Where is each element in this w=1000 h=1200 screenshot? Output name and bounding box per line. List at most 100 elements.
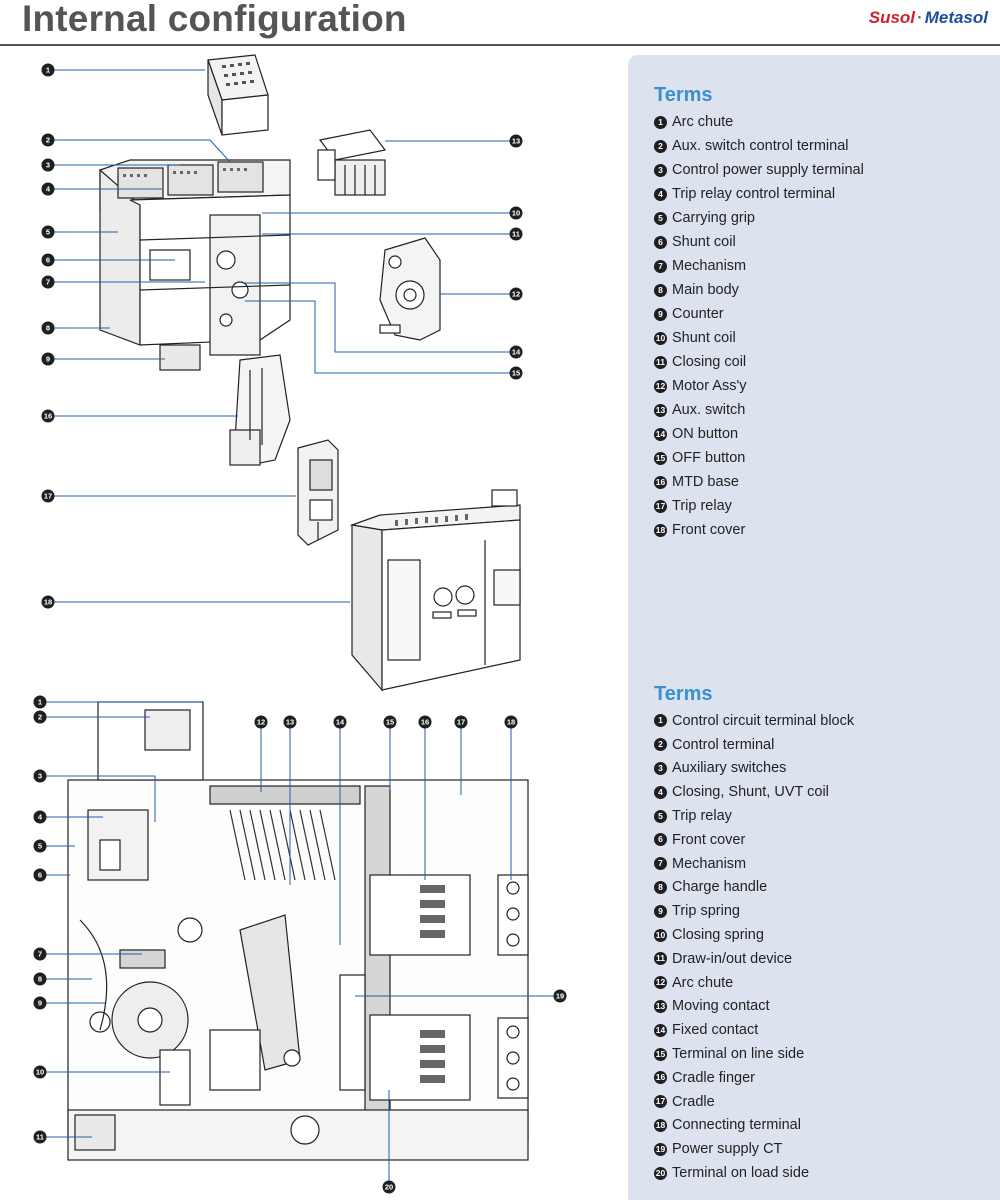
term-number-badge: 19 <box>654 1142 667 1156</box>
callout-badge: 5 <box>41 225 55 239</box>
section-leader-lines <box>40 701 560 1187</box>
term-label: Shunt coil <box>672 234 736 250</box>
term-item: 6 Shunt coil <box>654 230 864 254</box>
brand-name-metasol: Metasol <box>924 8 988 27</box>
callout-badge: 16 <box>418 715 432 729</box>
term-number-badge: 7 <box>654 259 667 273</box>
callout-badge: 10 <box>509 206 523 220</box>
callout-number: 12 <box>512 290 520 299</box>
term-number-badge: 5 <box>654 809 667 823</box>
term-number-badge: 16 <box>654 475 667 489</box>
callout-badge: 4 <box>41 182 55 196</box>
term-label: ON button <box>672 426 739 442</box>
callout-number: 20 <box>385 1183 393 1192</box>
callout-number: 1 <box>46 66 50 75</box>
callout-badge: 5 <box>33 839 47 853</box>
callout-number: 4 <box>46 185 51 194</box>
callout-badge: 12 <box>509 287 523 301</box>
term-label: Closing, Shunt, UVT coil <box>672 784 829 801</box>
term-number-badge: 14 <box>654 427 667 441</box>
term-number-badge: 1 <box>654 115 667 129</box>
callout-number: 12 <box>257 718 265 727</box>
term-label: Counter <box>672 306 724 322</box>
callout-badge: 15 <box>383 715 397 729</box>
callout-number: 17 <box>44 492 52 501</box>
term-label: Charge handle <box>672 879 768 896</box>
callout-badge: 13 <box>509 134 523 148</box>
term-number-badge: 9 <box>654 307 667 321</box>
term-label: Trip relay <box>672 808 732 825</box>
term-number-badge: 17 <box>654 499 667 513</box>
term-label: Trip relay <box>672 498 732 514</box>
callout-badge: 9 <box>33 996 47 1010</box>
callout-number: 9 <box>46 355 50 364</box>
term-number-badge: 3 <box>654 163 667 177</box>
term-number-badge: 10 <box>654 331 667 345</box>
callout-number: 17 <box>457 718 465 727</box>
term-item: 11 Closing coil <box>654 350 864 374</box>
callout-badge: 14 <box>333 715 347 729</box>
callout-number: 10 <box>36 1068 44 1077</box>
callout-number: 18 <box>44 598 52 607</box>
brand-separator: · <box>917 8 923 27</box>
callout-badge: 10 <box>33 1065 47 1079</box>
callout-number: 7 <box>38 950 42 959</box>
callout-badge: 2 <box>33 710 47 724</box>
term-number-badge: 11 <box>654 355 667 369</box>
term-number-badge: 2 <box>654 139 667 153</box>
mtd-base-part <box>229 354 291 466</box>
page-title: Internal configuration <box>22 0 407 39</box>
callout-badge: 3 <box>33 769 47 783</box>
callout-number: 15 <box>386 718 394 727</box>
callout-badge: 8 <box>41 321 55 335</box>
callout-badge: 15 <box>509 366 523 380</box>
term-label: Trip relay control terminal <box>672 186 836 202</box>
callout-badge: 16 <box>41 409 55 423</box>
term-number-badge: 6 <box>654 235 667 249</box>
callout-number: 16 <box>421 718 429 727</box>
term-number-badge: 12 <box>654 379 667 393</box>
term-number-badge: 8 <box>654 283 667 297</box>
callout-number: 15 <box>512 369 520 378</box>
term-label: Carrying grip <box>672 210 755 226</box>
callout-badge: 13 <box>283 715 297 729</box>
term-label: Aux. switch <box>672 402 746 418</box>
term-number-badge: 10 <box>654 928 667 942</box>
callout-badge: 6 <box>41 253 55 267</box>
term-label: Cradle <box>672 1093 715 1110</box>
callout-badge: 11 <box>33 1130 47 1144</box>
term-label: Cradle finger <box>672 1069 756 1086</box>
page-header: Internal configuration Susol·Metasol <box>0 0 1000 46</box>
term-label: Terminal on load side <box>672 1165 810 1182</box>
term-label: Closing coil <box>672 354 747 370</box>
term-label: Fixed contact <box>672 1022 759 1039</box>
callout-badge: 14 <box>509 345 523 359</box>
term-number-badge: 3 <box>654 761 667 775</box>
term-item: 17 Trip relay <box>654 494 864 518</box>
terms-panel <box>628 55 1000 1200</box>
